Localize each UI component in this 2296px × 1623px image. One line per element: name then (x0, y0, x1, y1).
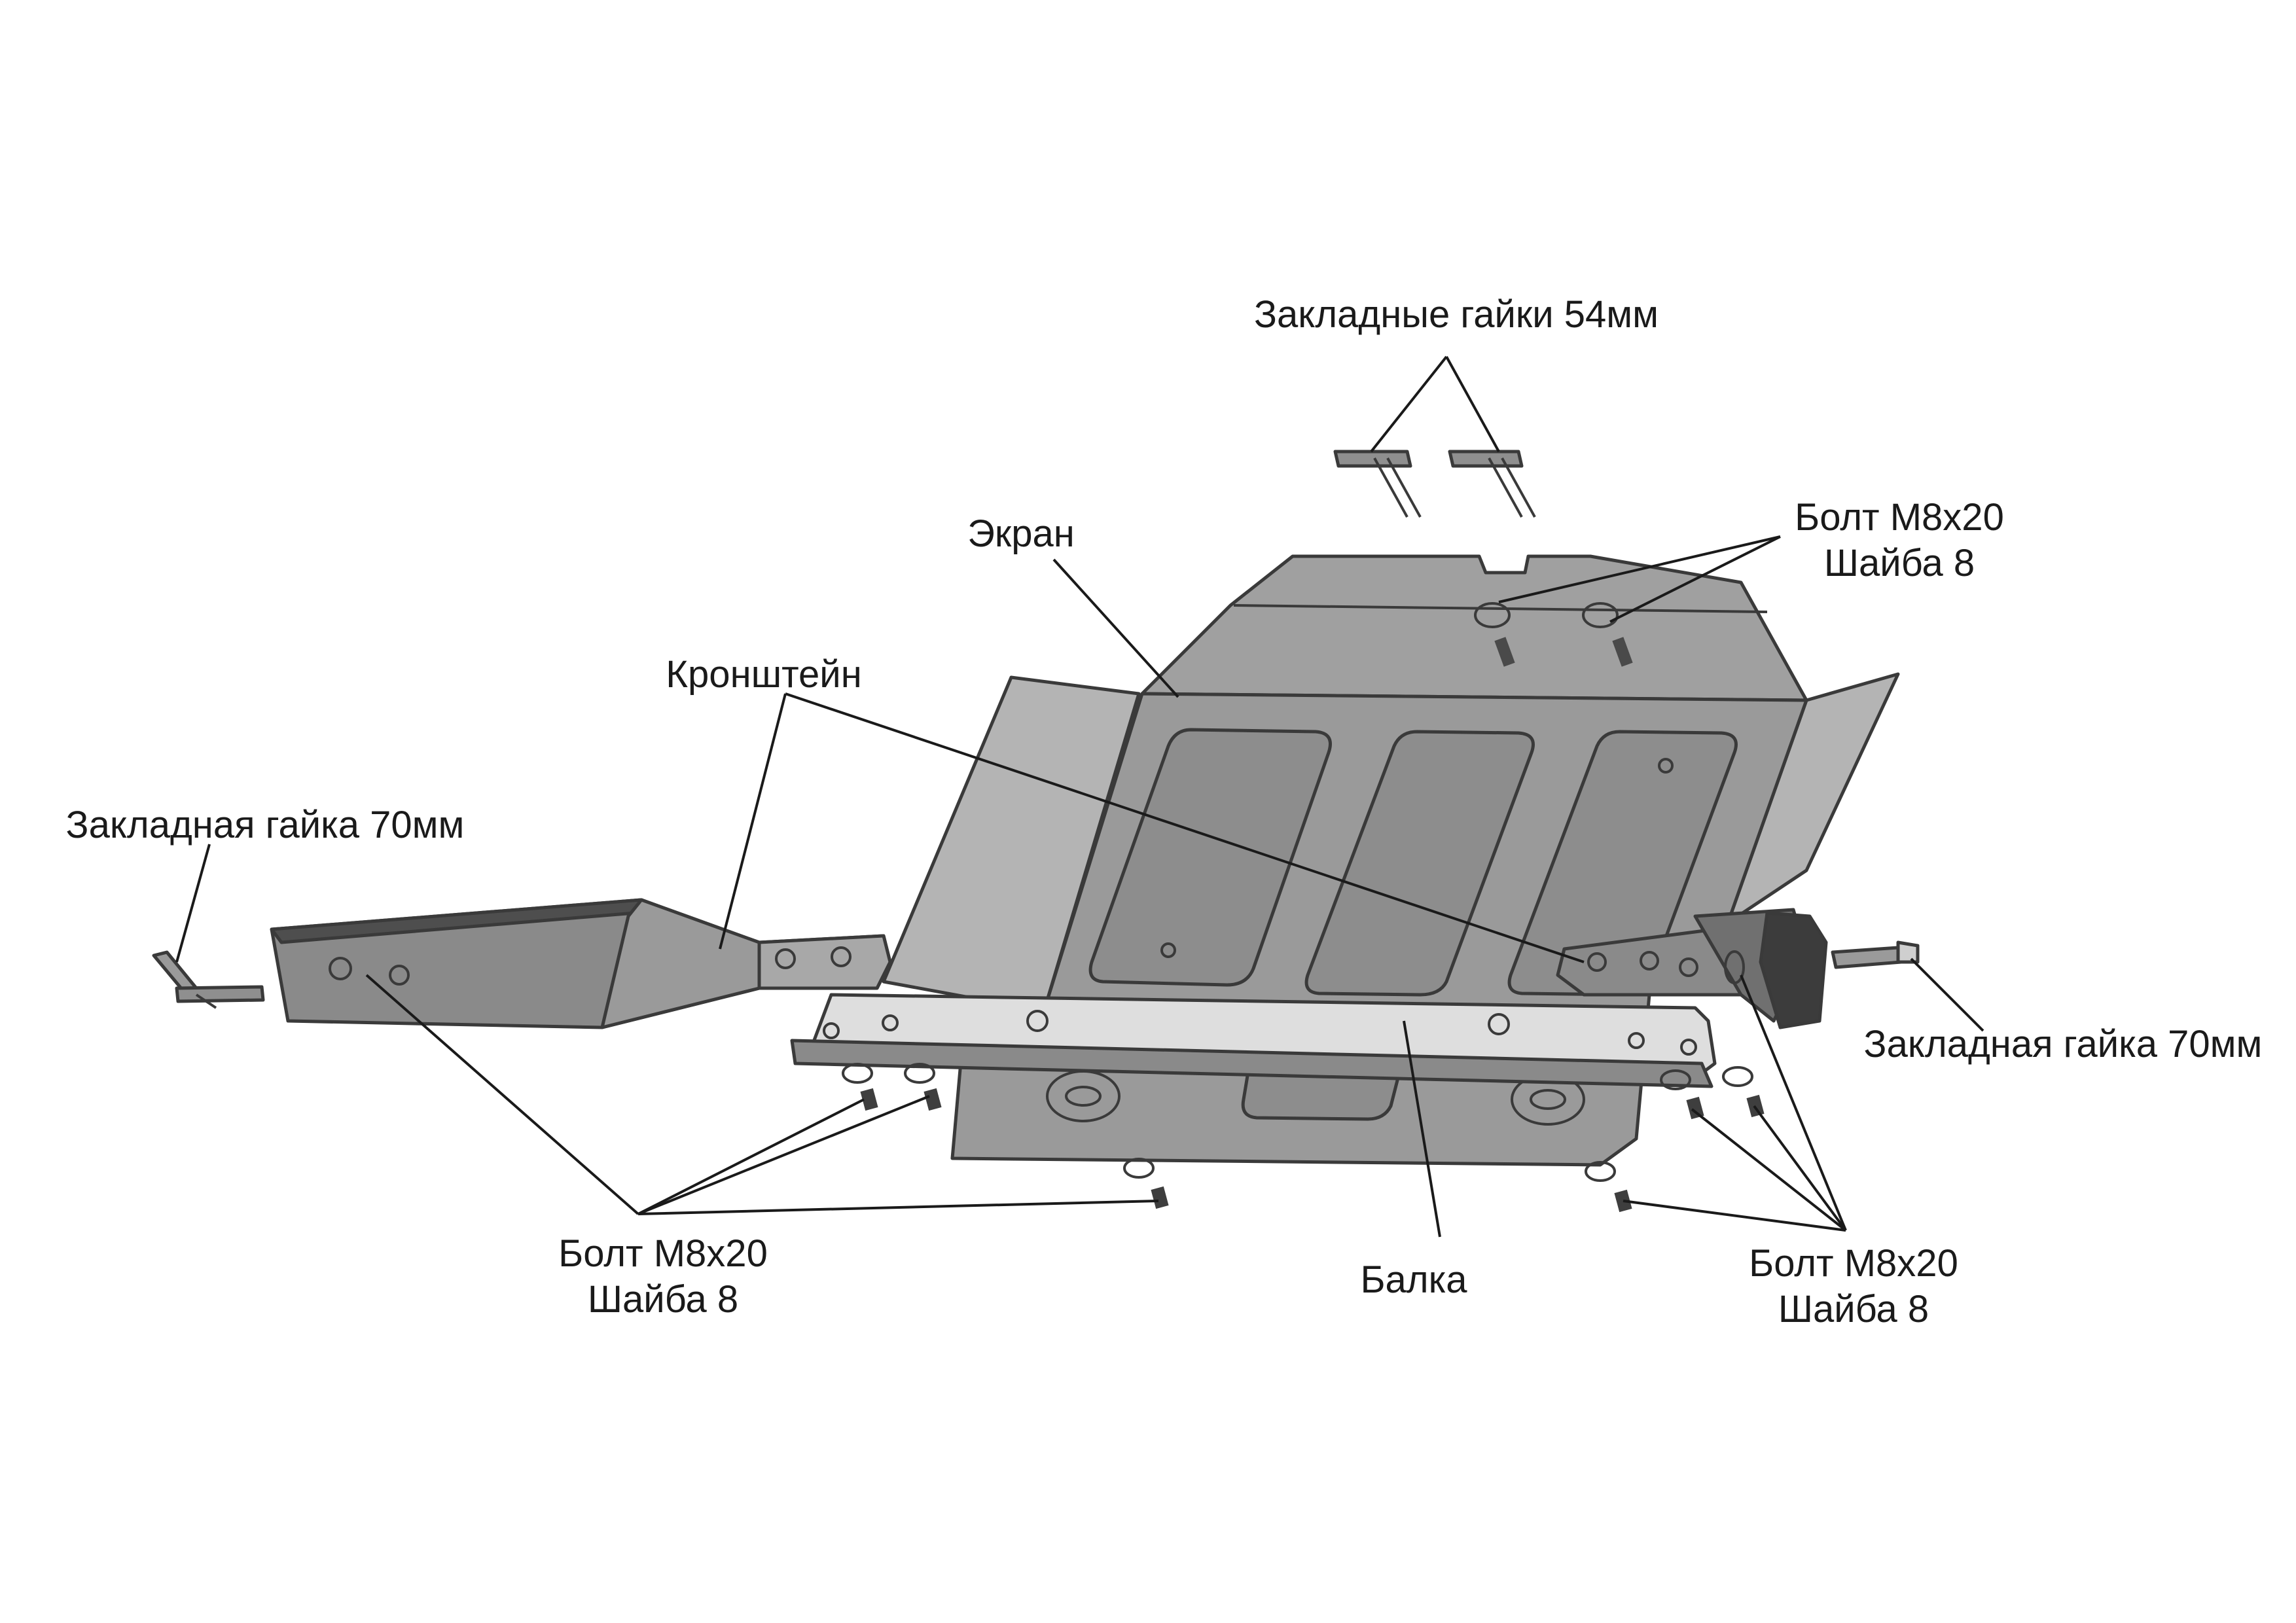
labels: Закладные гайки 54мм Экран Болт М8х20 Ша… (66, 293, 2263, 1330)
insert-nut-54-b (1448, 450, 1536, 518)
bracket-left (270, 898, 892, 1029)
insert-nut-70-left (152, 950, 265, 1009)
screen-hole (1658, 758, 1674, 774)
label-beam: Балка (1360, 1258, 1467, 1301)
label-washer-top: Шайба 8 (1824, 542, 1975, 584)
bolt-washer (1585, 1161, 1632, 1213)
bracket-right (1556, 908, 1828, 1029)
screen-top-flange (1140, 554, 1808, 702)
label-insert-nut-70-right: Закладная гайка 70мм (1864, 1023, 2263, 1065)
leader-lines (175, 355, 1984, 1238)
label-screen: Экран (967, 512, 1075, 555)
insert-nut-54-a (1333, 450, 1422, 518)
screen-window-left (1088, 728, 1332, 987)
label-insert-nut-70-left: Закладная гайка 70мм (66, 804, 465, 846)
label-bolt-bottom-right: Болт М8х20 (1749, 1242, 1958, 1285)
insert-nut-70-right (1831, 940, 1920, 969)
label-bolt-bottom-left: Болт М8х20 (558, 1232, 768, 1275)
label-washer-bottom-left: Шайба 8 (588, 1278, 738, 1321)
bottom-fasteners (842, 1063, 1765, 1213)
screen-hole (1160, 942, 1176, 958)
label-washer-bottom-right: Шайба 8 (1778, 1288, 1929, 1330)
label-bracket: Кронштейн (666, 653, 861, 696)
bolt-washer (1660, 1069, 1704, 1120)
top-bolt-1 (1474, 602, 1515, 667)
bolt-washer (904, 1063, 942, 1111)
screen-window-center (1304, 730, 1535, 997)
bolt-washer (842, 1063, 878, 1111)
top-bolt-2 (1582, 602, 1633, 667)
beam (790, 993, 1717, 1088)
label-insert-nuts-54: Закладные гайки 54мм (1254, 293, 1659, 336)
bolt-washer (1123, 1158, 1169, 1209)
label-bolt-top: Болт М8х20 (1795, 496, 2004, 539)
insert-nuts-54mm (1333, 450, 1536, 518)
